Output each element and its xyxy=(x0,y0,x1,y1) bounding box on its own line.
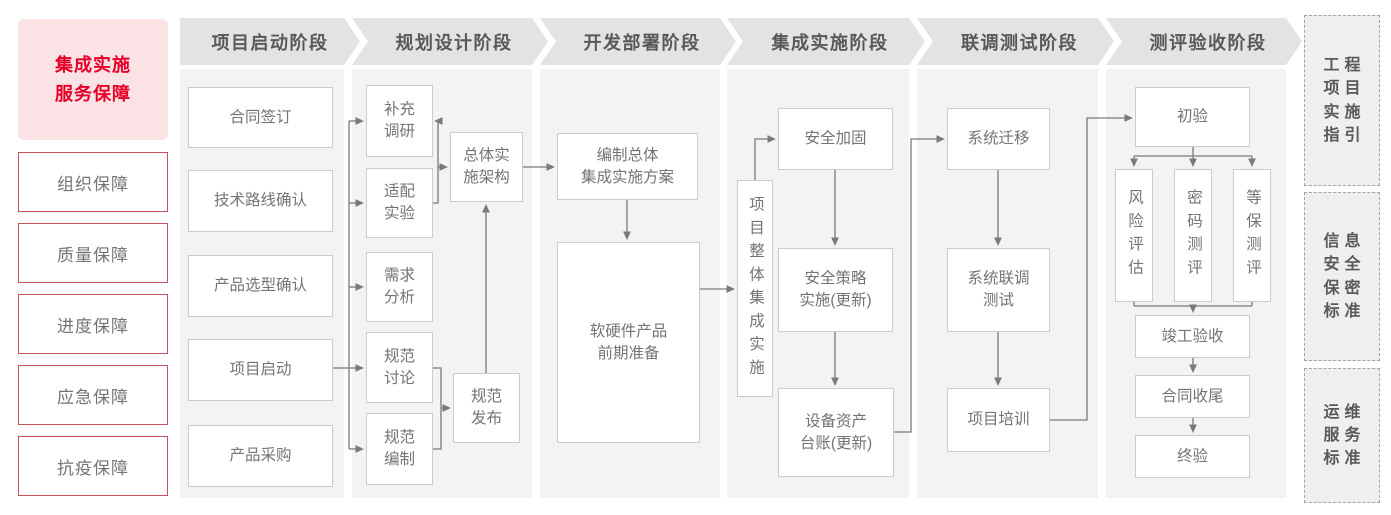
flow-node-contract-closure: 合同收尾 xyxy=(1135,375,1250,418)
flow-node-product-procurement: 产品采购 xyxy=(188,425,333,487)
flow-node-security-hardening: 安全加固 xyxy=(778,108,893,170)
assurance-item-organization: 组织保障 xyxy=(18,152,168,212)
flow-node-mlps-evaluation: 等保测评 xyxy=(1233,169,1271,302)
standard-om-service: 运维 服务 标准 xyxy=(1304,368,1380,503)
phase-banner-integration-implementation: 集成实施阶段 xyxy=(727,18,925,65)
phase-banner-joint-testing: 联调测试阶段 xyxy=(917,18,1114,65)
flow-node-hw-sw-preparation: 软硬件产品 前期准备 xyxy=(557,242,700,443)
standard-project-implementation-guide: 工程 项目 实施 指引 xyxy=(1304,15,1380,186)
phase-banner-evaluation-acceptance: 测评验收阶段 xyxy=(1106,18,1302,65)
flow-node-contract-signing: 合同签订 xyxy=(188,87,333,148)
flow-node-system-migration: 系统迁移 xyxy=(947,108,1050,170)
flow-node-completion-acceptance: 竣工验收 xyxy=(1135,315,1250,358)
phase-banner-develop-deploy: 开发部署阶段 xyxy=(540,18,736,65)
flow-node-tech-route-confirmation: 技术路线确认 xyxy=(188,170,333,232)
flow-node-project-training: 项目培训 xyxy=(947,388,1050,452)
flow-node-spec-release: 规范 发布 xyxy=(453,373,520,443)
flow-node-risk-assessment: 风险评估 xyxy=(1115,169,1153,302)
flow-node-system-joint-testing: 系统联调 测试 xyxy=(947,248,1050,332)
assurance-item-epidemic: 抗疫保障 xyxy=(18,436,168,496)
phase-banner-project-initiation: 项目启动阶段 xyxy=(180,18,360,65)
phase-banner-planning-design: 规划设计阶段 xyxy=(352,18,548,65)
flow-node-preliminary-acceptance: 初验 xyxy=(1135,87,1250,147)
assurance-item-schedule: 进度保障 xyxy=(18,294,168,354)
flow-node-overall-integration-implementation: 项目整体集成实施 xyxy=(737,180,773,397)
flow-node-crypto-evaluation: 密码测评 xyxy=(1174,169,1212,302)
flow-node-overall-integration-plan: 编制总体 集成实施方案 xyxy=(557,133,698,200)
flow-node-asset-ledger-update: 设备资产 台账(更新) xyxy=(778,388,894,477)
flow-node-spec-drafting: 规范 编制 xyxy=(366,413,433,485)
flow-node-requirement-analysis: 需求 分析 xyxy=(366,252,433,322)
flow-node-spec-discussion: 规范 讨论 xyxy=(366,332,433,403)
flow-node-security-policy-implementation: 安全策略 实施(更新) xyxy=(778,248,893,332)
flow-node-adaptation-testing: 适配 实验 xyxy=(366,168,433,238)
standard-infosec-confidentiality: 信息 安全 保密 标准 xyxy=(1304,192,1380,361)
flow-node-supplementary-research: 补充 调研 xyxy=(366,85,433,157)
flow-node-final-acceptance: 终验 xyxy=(1135,435,1250,478)
flow-node-project-kickoff: 项目启动 xyxy=(188,339,333,401)
flow-node-product-selection-confirmation: 产品选型确认 xyxy=(188,255,333,317)
assurance-item-quality: 质量保障 xyxy=(18,223,168,283)
flow-node-overall-implementation-architecture: 总体实 施架构 xyxy=(450,132,523,202)
diagram-title: 集成实施 服务保障 xyxy=(18,19,168,140)
assurance-item-emergency: 应急保障 xyxy=(18,365,168,425)
